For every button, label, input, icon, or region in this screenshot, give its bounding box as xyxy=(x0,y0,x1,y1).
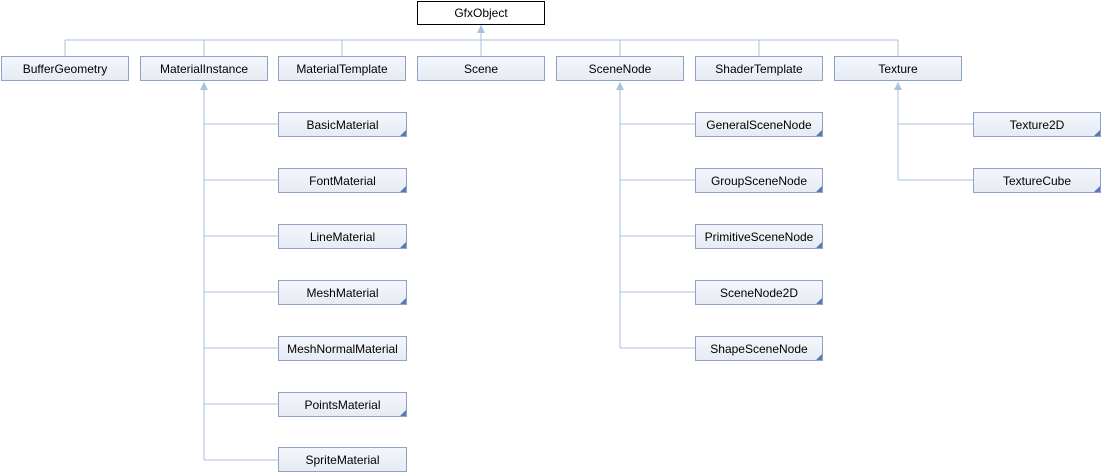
corner-marker xyxy=(400,242,406,248)
node-scenenode[interactable]: SceneNode xyxy=(556,56,684,81)
corner-marker xyxy=(400,130,406,136)
node-label: PointsMaterial xyxy=(304,397,381,412)
node-label: SceneNode xyxy=(588,61,652,76)
node-label: PrimitiveSceneNode xyxy=(704,229,814,244)
node-label: GeneralSceneNode xyxy=(706,117,812,132)
node-label: GroupSceneNode xyxy=(710,173,808,188)
node-primitivescenenode[interactable]: PrimitiveSceneNode xyxy=(695,224,823,249)
node-label: FontMaterial xyxy=(309,173,376,188)
node-pointsmaterial[interactable]: PointsMaterial xyxy=(278,392,407,417)
node-materialtemplate[interactable]: MaterialTemplate xyxy=(278,56,406,81)
node-label: GfxObject xyxy=(454,6,508,20)
node-generalscenenode[interactable]: GeneralSceneNode xyxy=(695,112,823,137)
node-label: MaterialInstance xyxy=(159,61,249,76)
corner-marker xyxy=(1094,186,1100,192)
node-meshnormalmaterial[interactable]: MeshNormalMaterial xyxy=(278,336,407,361)
corner-marker xyxy=(400,410,406,416)
node-label: Texture xyxy=(878,61,918,76)
node-label: TextureCube xyxy=(1002,173,1072,188)
node-texturecube[interactable]: TextureCube xyxy=(973,168,1101,193)
node-meshmaterial[interactable]: MeshMaterial xyxy=(278,280,407,305)
node-fontmaterial[interactable]: FontMaterial xyxy=(278,168,407,193)
node-label: SceneNode2D xyxy=(719,285,799,300)
node-label: BasicMaterial xyxy=(306,117,379,132)
node-basicmaterial[interactable]: BasicMaterial xyxy=(278,112,407,137)
node-spritematerial[interactable]: SpriteMaterial xyxy=(278,447,407,472)
node-gfxobject: GfxObject xyxy=(417,1,545,25)
corner-marker xyxy=(816,242,822,248)
node-scene[interactable]: Scene xyxy=(417,56,545,81)
node-label: Texture2D xyxy=(1009,117,1065,132)
node-label: BufferGeometry xyxy=(22,61,108,76)
node-materialinstance[interactable]: MaterialInstance xyxy=(140,56,268,81)
corner-marker xyxy=(816,298,822,304)
node-groupscenenode[interactable]: GroupSceneNode xyxy=(695,168,823,193)
corner-marker xyxy=(816,354,822,360)
corner-marker xyxy=(816,130,822,136)
node-label: Scene xyxy=(463,61,499,76)
node-label: SpriteMaterial xyxy=(305,452,380,467)
node-label: MeshMaterial xyxy=(306,285,379,300)
node-scenenode2d[interactable]: SceneNode2D xyxy=(695,280,823,305)
node-texture2d[interactable]: Texture2D xyxy=(973,112,1101,137)
node-buffergeometry[interactable]: BufferGeometry xyxy=(1,56,129,81)
corner-marker xyxy=(400,298,406,304)
corner-marker xyxy=(816,186,822,192)
node-linematerial[interactable]: LineMaterial xyxy=(278,224,407,249)
node-shadertemplate[interactable]: ShaderTemplate xyxy=(695,56,823,81)
corner-marker xyxy=(400,186,406,192)
node-label: ShaderTemplate xyxy=(715,61,803,76)
node-label: ShapeSceneNode xyxy=(710,341,808,356)
node-shapescenenode[interactable]: ShapeSceneNode xyxy=(695,336,823,361)
node-texture[interactable]: Texture xyxy=(834,56,962,81)
node-label: MeshNormalMaterial xyxy=(287,341,398,356)
corner-marker xyxy=(1094,130,1100,136)
node-label: LineMaterial xyxy=(309,229,376,244)
node-label: MaterialTemplate xyxy=(296,61,388,76)
